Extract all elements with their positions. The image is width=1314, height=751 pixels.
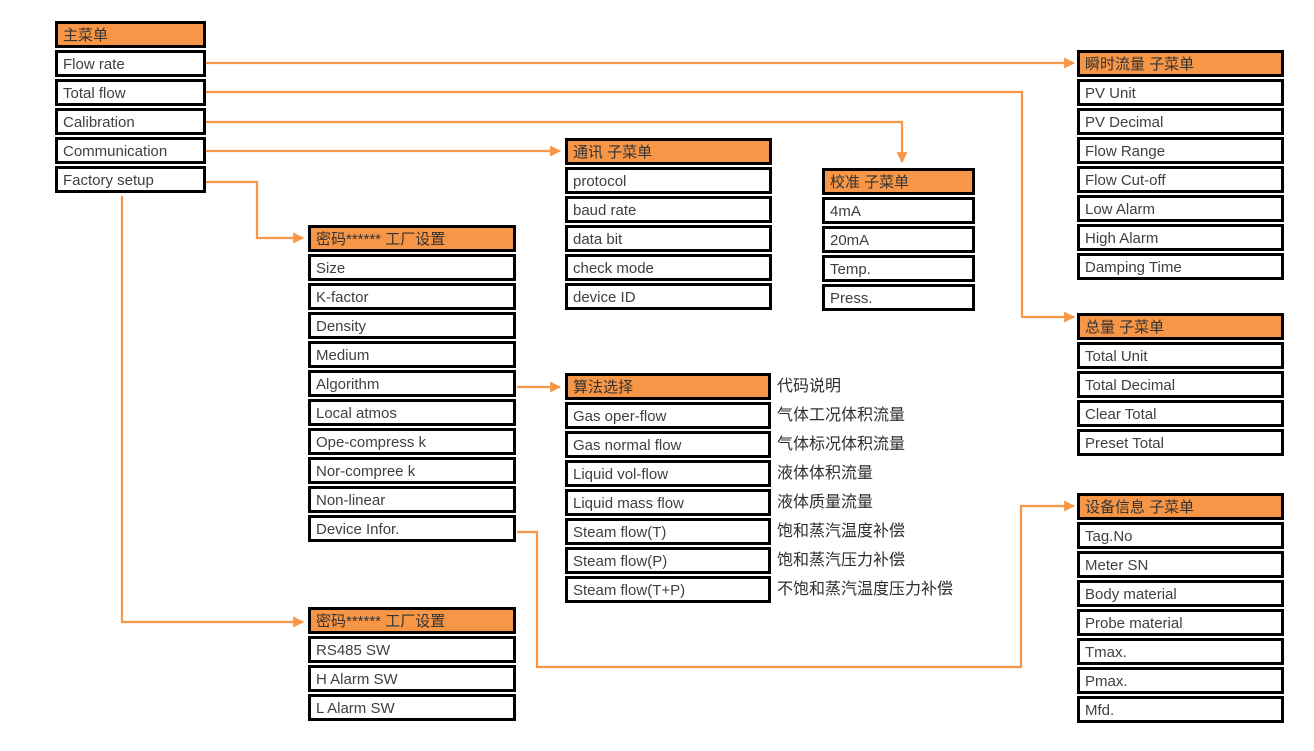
menu-item: Probe material [1077, 609, 1284, 636]
annotation-label: 饱和蒸汽温度补偿 [777, 523, 906, 540]
menu-item: Ope-compress k [308, 428, 516, 455]
device-info-submenu-title: 设备信息 子菜单 [1077, 493, 1284, 520]
menu-item: Communication [55, 137, 206, 164]
menu-item: PV Unit [1077, 79, 1284, 106]
annotation-label: 代码说明 [777, 378, 842, 395]
connector-calibration-to-calibration-submenu [206, 120, 908, 164]
menu-item: Density [308, 312, 516, 339]
menu-item: Total Decimal [1077, 371, 1284, 398]
menu-item: Damping Time [1077, 253, 1284, 280]
menu-item: Body material [1077, 580, 1284, 607]
menu-item: Temp. [822, 255, 975, 282]
algorithm-code-descriptions: 代码说明气体工况体积流量气体标况体积流量液体体积流量液体质量流量饱和蒸汽温度补偿… [777, 373, 1027, 605]
menu-item: Total flow [55, 79, 206, 106]
connector-main-menu-to-factory-box2 [120, 196, 305, 628]
menu-item: Non-linear [308, 486, 516, 513]
menu-item: Steam flow(T+P) [565, 576, 771, 603]
menu-item: Algorithm [308, 370, 516, 397]
annotation-label: 气体工况体积流量 [777, 407, 906, 424]
menu-item: 20mA [822, 226, 975, 253]
annotation-label: 不饱和蒸汽温度压力补偿 [777, 581, 954, 598]
menu-item: Meter SN [1077, 551, 1284, 578]
menu-item: Mfd. [1077, 696, 1284, 723]
annotation-label: 饱和蒸汽压力补偿 [777, 552, 906, 569]
factory-setup-title: 密码****** 工厂设置 [308, 225, 516, 252]
menu-item: device ID [565, 283, 772, 310]
menu-item: check mode [565, 254, 772, 281]
menu-item: Medium [308, 341, 516, 368]
menu-item: Press. [822, 284, 975, 311]
menu-item: Device Infor. [308, 515, 516, 542]
menu-item: Clear Total [1077, 400, 1284, 427]
menu-item: Nor-compree k [308, 457, 516, 484]
menu-item: Size [308, 254, 516, 281]
menu-item: Total Unit [1077, 342, 1284, 369]
menu-item: L Alarm SW [308, 694, 516, 721]
menu-item: 4mA [822, 197, 975, 224]
menu-item: Liquid mass flow [565, 489, 771, 516]
menu-item: K-factor [308, 283, 516, 310]
total-submenu-title: 总量 子菜单 [1077, 313, 1284, 340]
menu-item: PV Decimal [1077, 108, 1284, 135]
menu-item: High Alarm [1077, 224, 1284, 251]
menu-item: Tag.No [1077, 522, 1284, 549]
menu-item: Flow rate [55, 50, 206, 77]
instant-flow-submenu-title: 瞬时流量 子菜单 [1077, 50, 1284, 77]
menu-item: RS485 SW [308, 636, 516, 663]
menu-item: Steam flow(P) [565, 547, 771, 574]
menu-item: Pmax. [1077, 667, 1284, 694]
calibration-submenu-title: 校准 子菜单 [822, 168, 975, 195]
menu-item: baud rate [565, 196, 772, 223]
menu-item: Gas normal flow [565, 431, 771, 458]
menu-item: Local atmos [308, 399, 516, 426]
communication-submenu-title: 通讯 子菜单 [565, 138, 772, 165]
menu-item: H Alarm SW [308, 665, 516, 692]
menu-item: Factory setup [55, 166, 206, 193]
menu-item: Flow Cut-off [1077, 166, 1284, 193]
menu-item: Tmax. [1077, 638, 1284, 665]
menu-item: Calibration [55, 108, 206, 135]
menu-item: Steam flow(T) [565, 518, 771, 545]
menu-item: Low Alarm [1077, 195, 1284, 222]
connector-factory-setup-to-factory-box [206, 180, 305, 244]
menu-item: Liquid vol-flow [565, 460, 771, 487]
menu-item: Flow Range [1077, 137, 1284, 164]
factory-setup-2-title: 密码****** 工厂设置 [308, 607, 516, 634]
menu-item: data bit [565, 225, 772, 252]
menu-item: protocol [565, 167, 772, 194]
menu-item: Preset Total [1077, 429, 1284, 456]
annotation-label: 液体质量流量 [777, 494, 874, 511]
annotation-label: 液体体积流量 [777, 465, 874, 482]
menu-item: Gas oper-flow [565, 402, 771, 429]
algorithm-select-title: 算法选择 [565, 373, 771, 400]
annotation-label: 气体标况体积流量 [777, 436, 906, 453]
main-menu-title: 主菜单 [55, 21, 206, 48]
